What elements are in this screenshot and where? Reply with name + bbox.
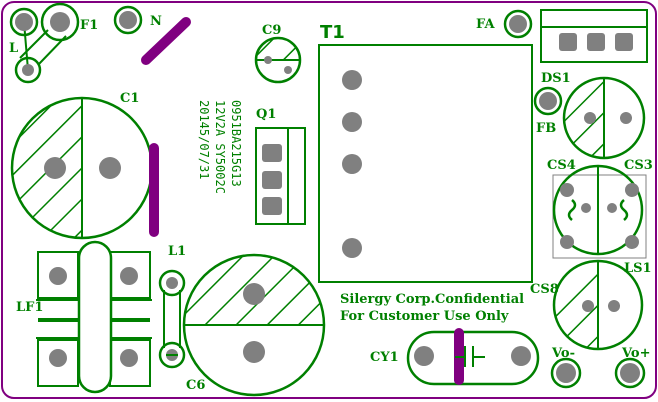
label-ds1: DS1: [541, 71, 571, 86]
label-t1: T1: [320, 22, 345, 43]
fuse-f1: F1 L: [9, 2, 98, 84]
notice-line2: For Customer Use Only: [340, 309, 509, 324]
label-f1: F1: [80, 18, 98, 33]
output-connector: [540, 9, 648, 63]
label-n: N: [150, 14, 162, 29]
notice-line1: Silergy Corp.Confidential: [340, 292, 524, 307]
label-vo-minus: Vo-: [551, 346, 575, 361]
capacitor-c1: C1: [10, 91, 159, 240]
label-c1: C1: [120, 91, 139, 106]
label-vo-plus: Vo+: [621, 346, 650, 361]
label-c9: C9: [262, 23, 281, 38]
inductor-l1: L1: [158, 244, 186, 369]
label-cs8: CS8: [530, 282, 559, 297]
label-fb: FB: [536, 121, 556, 136]
capacitor-c9: C9: [254, 23, 302, 84]
label-ls1: LS1: [624, 261, 652, 276]
part-marking: 0951BA215G13 12V2A SY5002C 20145/07/31: [197, 100, 243, 194]
filter-lf1: LF1: [16, 240, 152, 394]
label-lf1: LF1: [16, 300, 43, 315]
label-cs3: CS3: [624, 158, 653, 173]
capacitor-cs3-cs4: [552, 164, 647, 259]
transistor-q1: Q1: [255, 107, 306, 225]
capacitor-cs8: [552, 259, 644, 351]
capacitor-c6: C6: [182, 253, 326, 397]
marking-line2: 12V2A SY5002C: [213, 100, 227, 194]
label-c6: C6: [186, 378, 205, 393]
terminal-n: N: [113, 5, 191, 65]
capacitor-ds1: [562, 76, 646, 160]
label-l1: L1: [168, 244, 186, 259]
marking-line1: 0951BA215G13: [229, 100, 243, 187]
label-q1: Q1: [256, 107, 276, 122]
transformer-t1: T1: [318, 22, 533, 283]
capacitor-cy1: CY1: [370, 328, 540, 386]
label-l: L: [9, 41, 18, 56]
label-fa: FA: [476, 17, 495, 32]
label-cy1: CY1: [370, 350, 399, 365]
label-cs4: CS4: [547, 158, 576, 173]
marking-line3: 20145/07/31: [197, 100, 211, 179]
